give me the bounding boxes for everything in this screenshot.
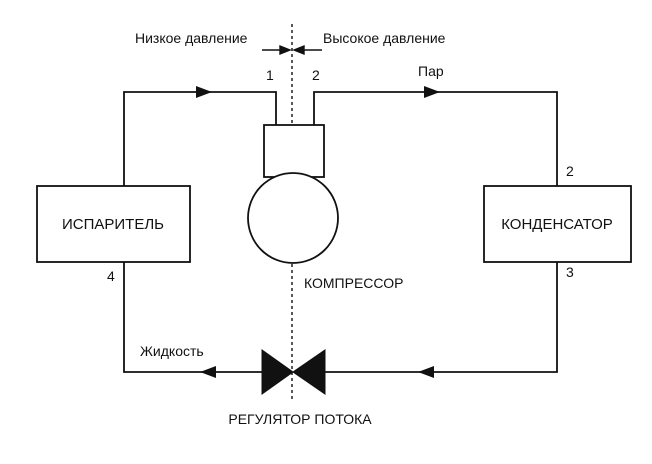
flow-regulator: [261, 349, 326, 395]
arrow-right-icon: [424, 86, 440, 98]
liquid-label: Жидкость: [140, 343, 204, 359]
compressor-label: КОМПРЕССОР: [304, 275, 403, 291]
evaporator-box: [36, 185, 191, 263]
compressor-head: [263, 124, 325, 178]
low-pressure-label: Низкое давление: [135, 30, 248, 46]
point-2-top-label: 2: [312, 67, 320, 83]
discharge-line: [313, 91, 558, 186]
point-4-label: 4: [107, 268, 115, 284]
point-1-label: 1: [266, 67, 274, 83]
vapor-label: Пар: [418, 63, 444, 79]
valve-left-icon: [261, 349, 294, 395]
arrow-left-icon: [418, 366, 434, 378]
point-2-right-label: 2: [566, 163, 574, 179]
compressor-body: [247, 172, 339, 264]
arrow-left-icon: [292, 44, 305, 56]
evaporator: ИСПАРИТЕЛЬ: [36, 185, 191, 263]
high-pressure-label: Высокое давление: [323, 30, 446, 46]
flow-arrows: [196, 86, 440, 378]
liquid-line-high: [325, 262, 558, 373]
arrow-right-icon: [196, 86, 212, 98]
arrow-left-icon: [200, 366, 216, 378]
suction-line: [123, 91, 277, 186]
evaporator-label: ИСПАРИТЕЛЬ: [62, 216, 164, 233]
valve-right-icon: [292, 349, 326, 395]
divider-arrows: [262, 44, 322, 56]
point-3-label: 3: [566, 264, 574, 280]
flow-regulator-label: РЕГУЛЯТОР ПОТОКА: [228, 411, 372, 427]
condenser-box: [483, 185, 632, 263]
condenser-label: КОНДЕНСАТОР: [501, 216, 613, 233]
condenser: КОНДЕНСАТОР: [483, 185, 632, 263]
arrow-right-icon: [279, 44, 292, 56]
compressor: [247, 124, 339, 264]
